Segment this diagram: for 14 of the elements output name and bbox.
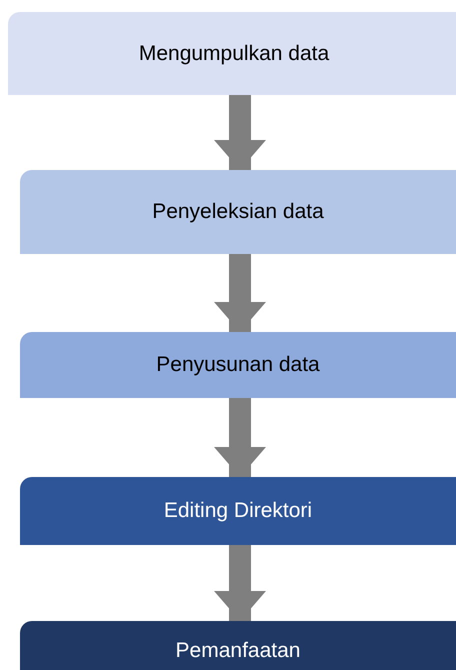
process-box [20, 621, 456, 670]
process-box [8, 12, 456, 95]
block-arrow [214, 545, 266, 621]
box-label: Penyeleksian data [152, 200, 324, 224]
process-box [20, 477, 456, 545]
process-box [20, 332, 456, 398]
box-label: Editing Direktori [164, 499, 312, 523]
box-label: Mengumpulkan data [138, 42, 330, 66]
process-box [20, 170, 456, 254]
block-arrow [214, 398, 266, 477]
box-label: Penyusunan data [156, 353, 320, 377]
box-label: Pemanfaatan [176, 639, 300, 663]
block-arrow [214, 95, 266, 170]
block-arrow [214, 254, 266, 332]
